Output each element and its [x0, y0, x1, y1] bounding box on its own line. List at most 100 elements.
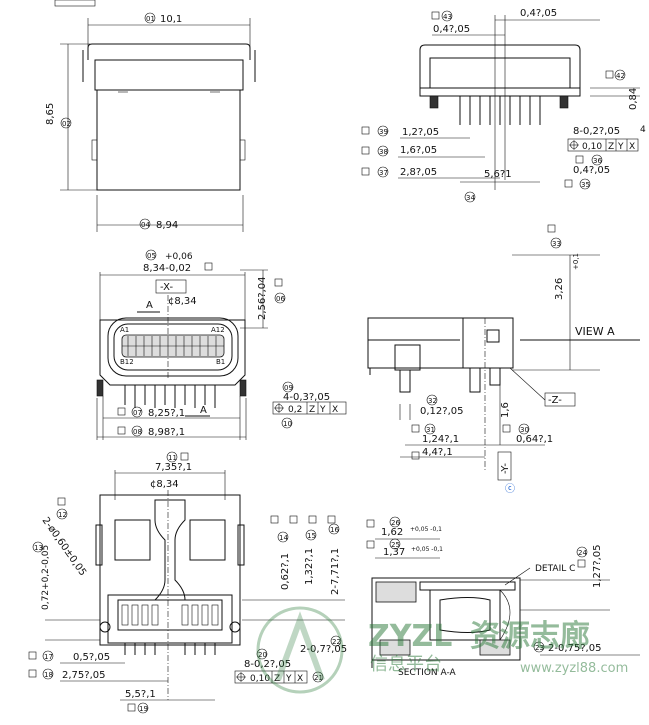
view-bottom-right: 26 1,62 +0,05 -0,1 25 1,37 +0,05 -0,1 DE… — [366, 516, 640, 678]
bubble-35: 35 — [581, 181, 590, 189]
bubble-14: 14 — [279, 534, 288, 542]
watermark: ZYZL 资源志廊 信息平台 www.zyzl88.com — [256, 606, 628, 694]
label-0-84: 0,84 — [628, 88, 639, 110]
bubble-16: 16 — [330, 526, 339, 534]
ref-y-mid: Y — [319, 405, 326, 415]
ref-y-bottom: Y — [285, 674, 292, 684]
ref-x: X — [629, 142, 635, 152]
bubble-37: 37 — [379, 169, 388, 177]
label-1-2: 1,2?,05 — [402, 127, 439, 138]
bubble-07: 07 — [133, 409, 142, 417]
bubble-13: 13 — [34, 544, 43, 552]
label-1-37: 1,37 — [383, 547, 405, 558]
label-0-4-second: 0,4?,05 — [433, 24, 470, 35]
bubble-02: 02 — [62, 120, 71, 128]
bubble-21: 21 — [314, 674, 323, 682]
label-1-27: 1,27?,05 — [592, 545, 603, 588]
bubble-41-partial: 4 — [640, 125, 646, 135]
bubble-09: 09 — [284, 384, 293, 392]
pitch-label-8-25: 8,25?,1 — [148, 408, 185, 419]
bubble-23: 23 — [535, 644, 544, 652]
label-2-8: 2,8?,05 — [400, 167, 437, 178]
tolerance-0-10: 0,10 — [582, 142, 602, 152]
bubble-12: 12 — [58, 511, 67, 519]
datum-x: -X- — [160, 282, 173, 293]
height-tol-0-1: +0,1 — [572, 253, 580, 270]
watermark-subtitle: 信息平台 — [370, 654, 442, 675]
ref-z-bottom: Z — [274, 674, 280, 684]
pin-b12: B12 — [120, 358, 134, 366]
view-bottom-left: 11 7,35?,1 ¢8,34 12 2-ø0,60±0,05 13 0,72… — [28, 451, 347, 714]
watermark-url: www.zyzl88.com — [520, 661, 628, 676]
tol-1-37: +0,05 -0,1 — [411, 546, 443, 553]
ref-z-mid: Z — [309, 405, 315, 415]
bubble-05: 05 — [147, 252, 156, 260]
pin-a1: A1 — [120, 326, 129, 334]
label-1-24: 1,24?,1 — [422, 434, 459, 445]
width-label-10-1: 10,1 — [160, 14, 182, 25]
centerline-8-34-bottom: ¢8,34 — [150, 479, 179, 490]
bubble-15: 15 — [307, 532, 316, 540]
label-1-6: 1,6?,05 — [400, 145, 437, 156]
bubble-42: 42 — [616, 72, 625, 80]
height-label-3-26: 3,26 — [554, 278, 565, 300]
bubble-38: 38 — [379, 148, 388, 156]
view-top-right: 43 0,4?,05 0,4?,05 42 0,84 4 — [361, 8, 646, 203]
datum-z: -Z- — [548, 395, 562, 406]
label-8-0-2: 8-0,2?,05 — [573, 126, 620, 137]
overall-label-8-98: 8,98?,1 — [148, 427, 185, 438]
bubble-17: 17 — [44, 653, 53, 661]
label-2-75: 2,75?,05 — [62, 670, 105, 681]
width-label-7-35: 7,35?,1 — [155, 462, 192, 473]
bubble-01: 01 — [146, 15, 155, 23]
detail-c-label: DETAIL C — [535, 564, 575, 574]
side-label: 0,72+0,2-0,05 — [41, 545, 51, 610]
view-mid-right: 33 3,26 +0,1 VIEW A -Z- 32 0,12?,05 31 1… — [367, 224, 640, 495]
pos-tol-0-10-bottom: 0,10 — [250, 674, 270, 684]
watermark-logo-text: ZYZL — [368, 619, 452, 654]
watermark-logo-icon — [256, 606, 344, 694]
bubble-19: 19 — [139, 705, 148, 713]
watermark-title: 资源志廊 — [470, 619, 590, 654]
label-2-0-75: 2-0,75?,05 — [548, 643, 601, 654]
label-top-0-4: 0,4?,05 — [520, 8, 557, 19]
view-mid-left: 05 +0,06 8,34-0,02 -X- A ¢8,34 2,56?,04 … — [96, 249, 347, 440]
contact-pins-top — [127, 336, 217, 356]
bubble-30: 30 — [520, 426, 529, 434]
bubble-32: 32 — [428, 397, 437, 405]
leads-top-right — [429, 95, 569, 125]
ref-x-bottom: X — [297, 674, 303, 684]
view-top-left: 01 10,1 8,65 02 04 8,94 — [45, 0, 256, 232]
legs-mid-left — [96, 379, 247, 408]
section-a-bottom: A — [200, 405, 207, 416]
ref-z: Z — [608, 142, 614, 152]
leads-bottom-left — [124, 643, 216, 655]
section-a-a-label: SECTION A-A — [398, 668, 457, 678]
bubble-39: 39 — [379, 128, 388, 136]
bubble-06: 06 — [276, 295, 285, 303]
bubble-25: 25 — [391, 541, 400, 549]
label-4-4: 4,4?,1 — [422, 447, 453, 458]
ref-x-mid: X — [332, 405, 338, 415]
label-8-0-2-bottom: 8-0,2?,05 — [244, 659, 291, 670]
label-1-6-vert: 1,6 — [500, 402, 511, 418]
bubble-20: 20 — [258, 651, 267, 659]
width-label-8-94: 8,94 — [156, 220, 178, 231]
blue-mark: ⓒ — [505, 483, 515, 495]
pins-label-4-0-3: 4-0,3?,05 — [283, 392, 330, 403]
view-a-label: VIEW A — [575, 325, 615, 338]
width-label-8-34: 8,34-0,02 — [143, 263, 191, 274]
ref-y: Y — [617, 142, 624, 152]
bubble-36: 36 — [593, 157, 602, 165]
section-a-top: A — [146, 300, 153, 311]
label-2-0-7: 2-0,7?,05 — [300, 644, 347, 655]
bubble-18: 18 — [44, 671, 53, 679]
pads-bottom-left — [121, 604, 219, 626]
v-label-1-32: 1,32?,1 — [304, 548, 315, 585]
width-tol-0-06: +0,06 — [165, 252, 193, 262]
bubble-33: 33 — [552, 240, 561, 248]
tol-1-62: +0,05 -0,1 — [410, 526, 442, 533]
bubble-43: 43 — [443, 13, 452, 21]
